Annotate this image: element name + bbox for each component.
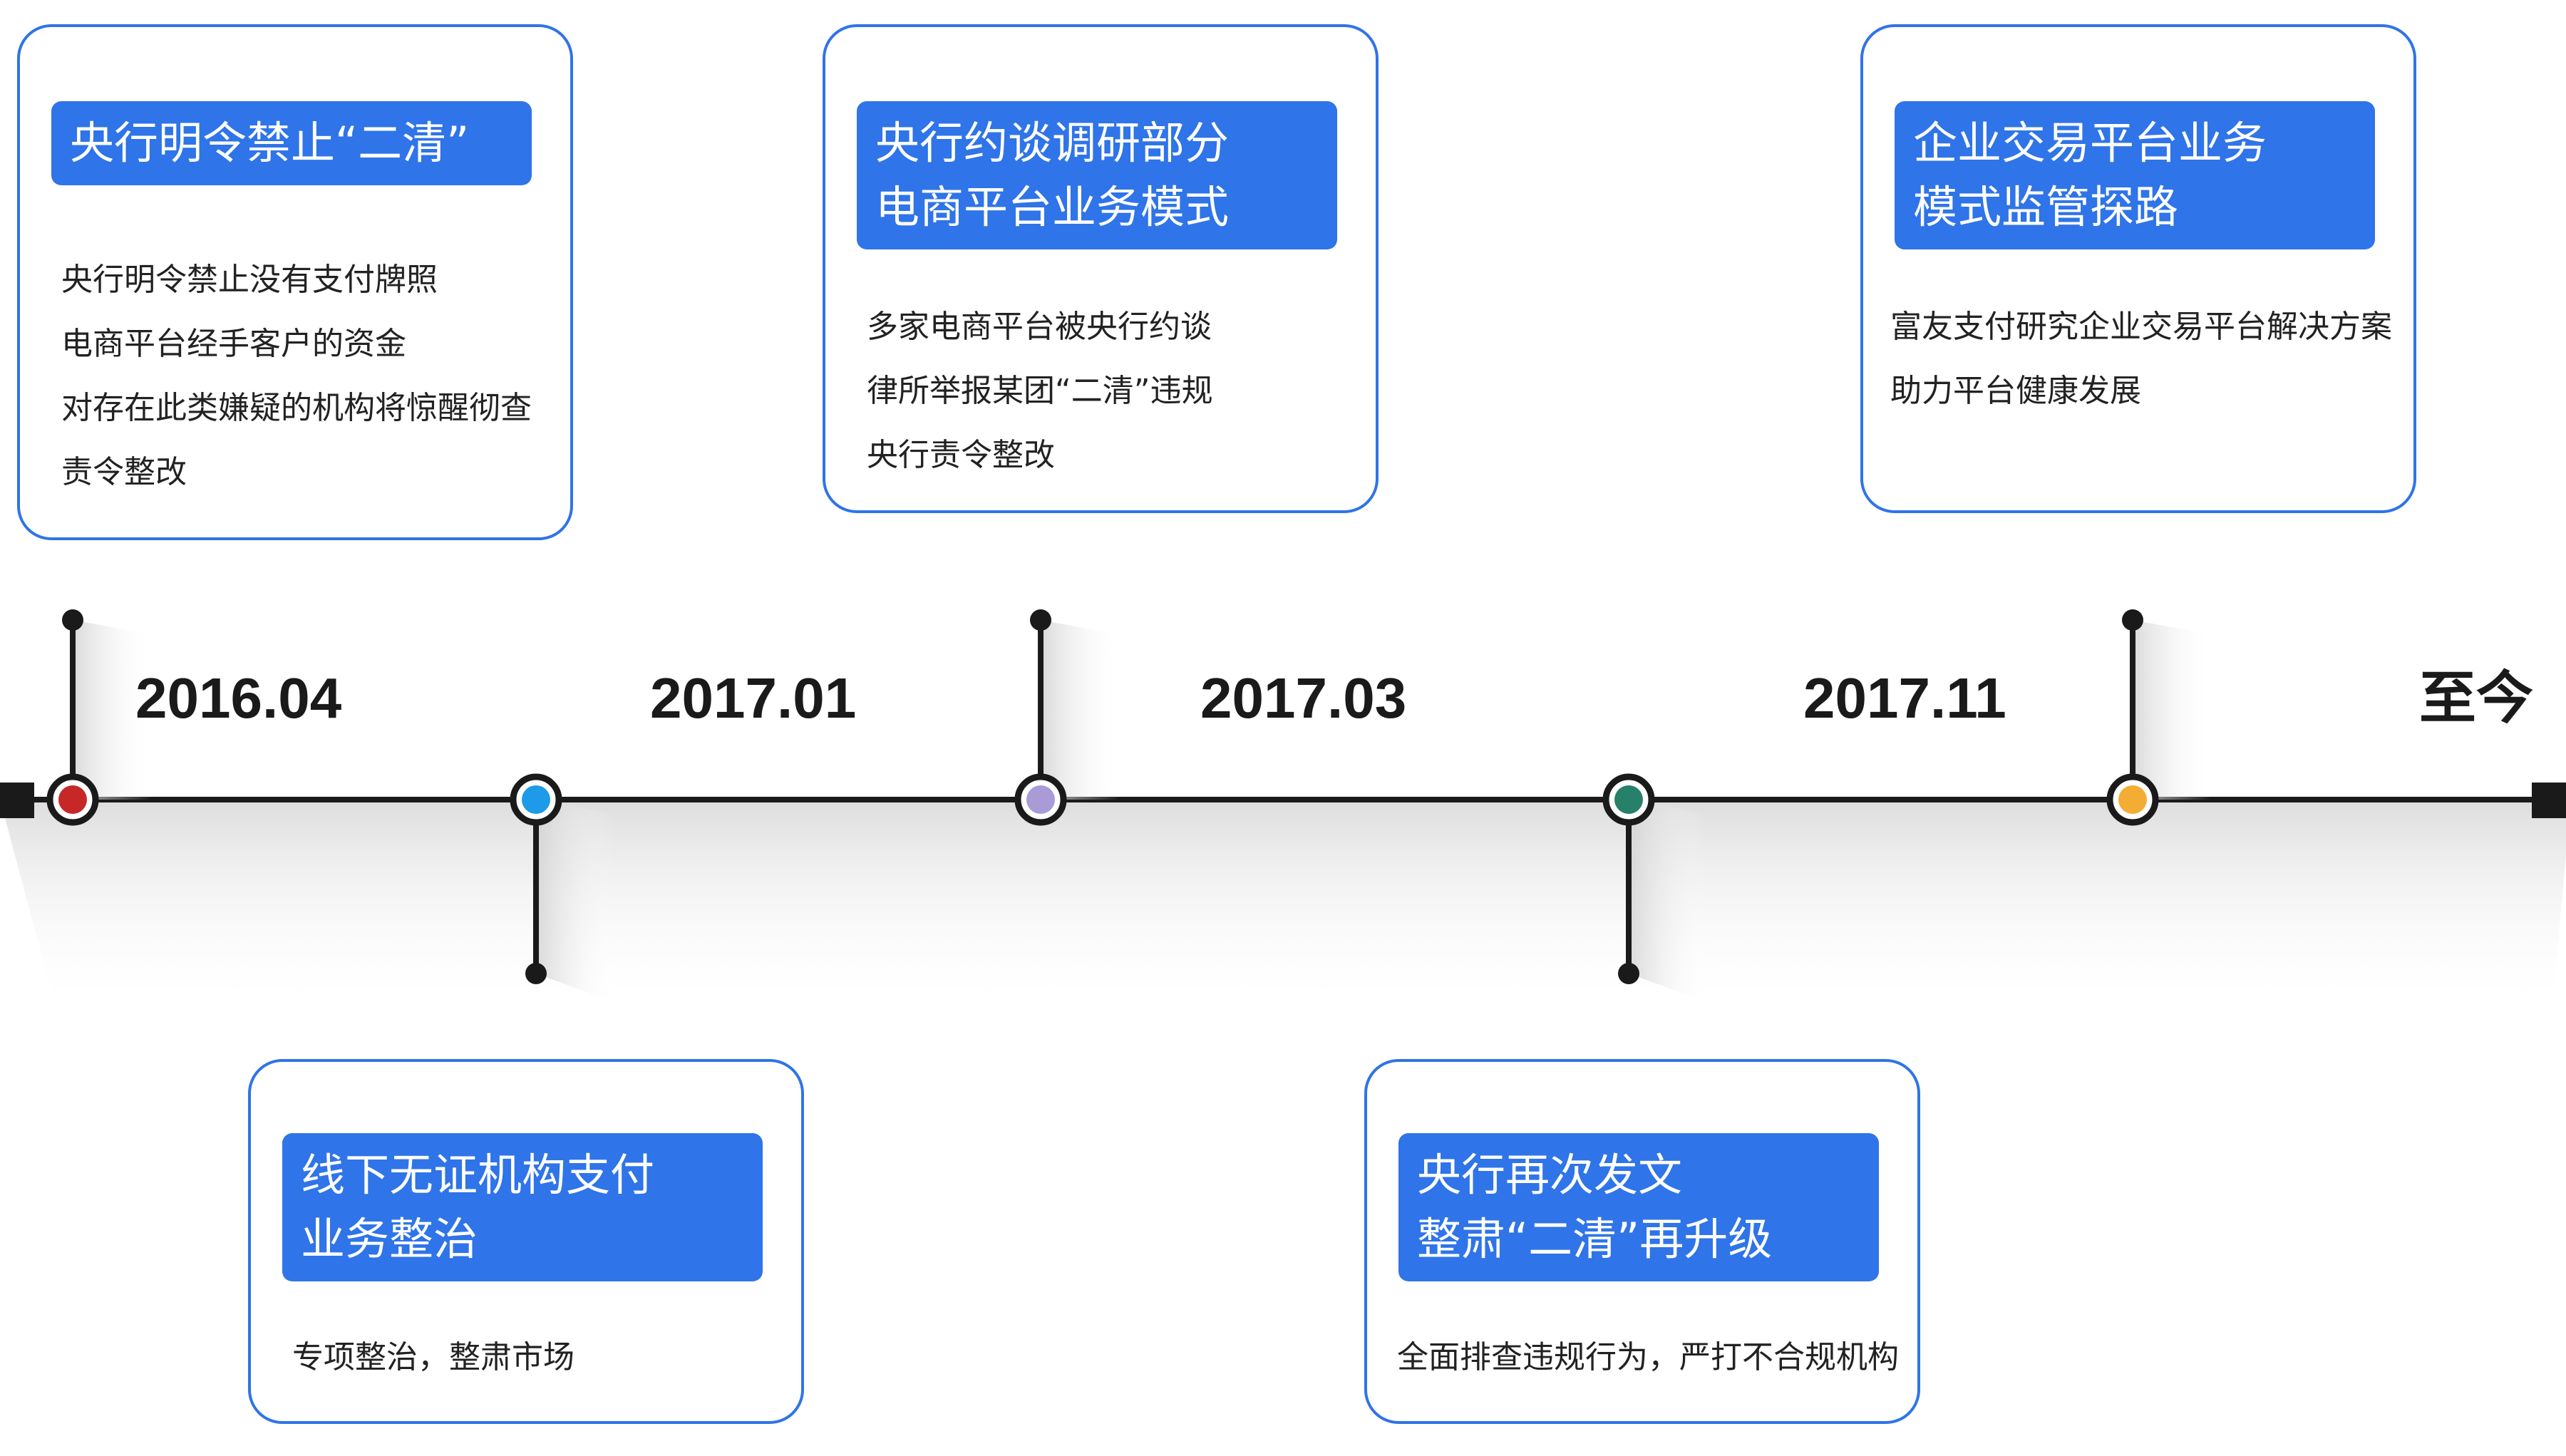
date-label-2017-03: 2017.03 [1200, 666, 1407, 730]
event-card-line: 电商平台经手客户的资金 [61, 326, 406, 362]
event-card-body: 专项整治，整肃市场 [292, 1326, 787, 1390]
event-card-line: 专项整治，整肃市场 [292, 1339, 574, 1375]
event-card-2016-04: 央行明令禁止“二清” 央行明令禁止没有支付牌照 电商平台经手客户的资金 对存在此… [17, 24, 573, 540]
timeline-node-fill [1614, 785, 1643, 814]
event-card-line: 央行明令禁止没有支付牌照 [61, 262, 438, 298]
stem-shadow [536, 800, 614, 1002]
date-label-2017-11: 2017.11 [1803, 666, 2006, 730]
event-card-title: 央行明令禁止“二清” [51, 101, 532, 185]
event-card-title: 线下无证机构支付 业务整治 [282, 1133, 763, 1281]
connector-end-dot [62, 609, 83, 631]
date-label-2017-01: 2017.01 [650, 666, 857, 730]
axis-shadow [0, 800, 2566, 1012]
event-card-body: 多家电商平台被央行约谈 律所举报某团“二清”违规 央行责令整改 [867, 295, 1361, 487]
event-card-line: 多家电商平台被央行约谈 [867, 309, 1212, 345]
stem-shadow [2133, 620, 2211, 800]
timeline-node-fill [2118, 785, 2147, 814]
event-card-body: 央行明令禁止没有支付牌照 电商平台经手客户的资金 对存在此类嫌疑的机构将惊醒彻查… [61, 248, 556, 505]
event-card-body: 全面排查违规行为，严打不合规机构 [1397, 1326, 1903, 1390]
event-card-line: 对存在此类嫌疑的机构将惊醒彻查 [61, 390, 532, 426]
date-label-now: 至今 [2419, 666, 2533, 730]
connector-end-dot [2122, 609, 2143, 631]
stem-shadow [73, 620, 151, 800]
event-card-body: 富友支付研究企业交易平台解决方案 助力平台健康发展 [1890, 295, 2399, 423]
timeline-node-fill [58, 785, 87, 814]
event-card-line: 富友支付研究企业交易平台解决方案 [1890, 309, 2392, 345]
event-card-title: 企业交易平台业务 模式监管探路 [1895, 101, 2375, 249]
event-card-2017-01: 线下无证机构支付 业务整治 专项整治，整肃市场 [248, 1059, 804, 1424]
timeline-node-fill [522, 785, 550, 814]
event-card-title: 央行再次发文 整肃“二清”再升级 [1398, 1133, 1879, 1281]
event-card-2017-11: 央行再次发文 整肃“二清”再升级 全面排查违规行为，严打不合规机构 [1364, 1059, 1920, 1424]
event-card-line: 助力平台健康发展 [1890, 373, 2141, 409]
timeline-node-fill [1026, 785, 1055, 814]
connector-end-dot [525, 963, 547, 984]
event-card-line: 全面排查违规行为，严打不合规机构 [1397, 1339, 1899, 1375]
connector-end-dot [1030, 609, 1051, 631]
connector-end-dot [1618, 963, 1639, 984]
event-card-line: 央行责令整改 [867, 437, 1055, 473]
event-card-2017-03: 央行约谈调研部分 电商平台业务模式 多家电商平台被央行约谈 律所举报某团“二清”… [823, 24, 1379, 513]
stem-shadow [1041, 620, 1119, 800]
stem-shadow [1629, 800, 1707, 1002]
date-label-2016-04: 2016.04 [135, 666, 342, 730]
event-card-line: 责令整改 [61, 454, 187, 490]
event-card-now: 企业交易平台业务 模式监管探路 富友支付研究企业交易平台解决方案 助力平台健康发… [1860, 24, 2416, 513]
event-card-line: 律所举报某团“二清”违规 [867, 373, 1213, 409]
event-card-title: 央行约谈调研部分 电商平台业务模式 [857, 101, 1337, 249]
